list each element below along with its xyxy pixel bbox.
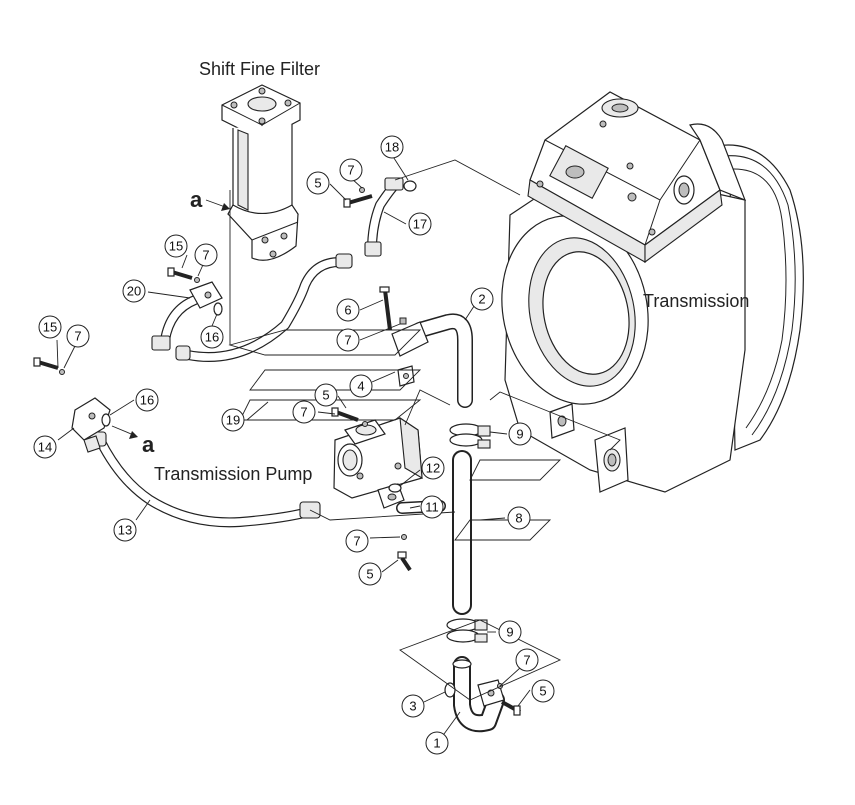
svg-text:15: 15 [43, 320, 57, 335]
callout-9-bottom: 9 [498, 620, 522, 644]
pump-label: Transmission Pump [154, 464, 312, 484]
transmission-housing [501, 91, 804, 493]
bolt-5-top [343, 187, 373, 208]
callout-5-top: 5 [306, 171, 330, 195]
callout-2: 2 [470, 287, 494, 311]
callout-17: 17 [408, 212, 432, 236]
callout-5-lower: 5 [358, 562, 382, 586]
svg-text:16: 16 [140, 393, 154, 408]
callout-5-bottom: 5 [531, 679, 555, 703]
svg-text:19: 19 [226, 413, 240, 428]
svg-text:13: 13 [118, 523, 132, 538]
bolt-5-pump [331, 407, 368, 427]
callout-7-lower: 7 [345, 529, 369, 553]
callout-7-bottom: 7 [515, 648, 539, 672]
callout-13: 13 [113, 518, 137, 542]
transmission-pump [333, 416, 423, 509]
svg-text:15: 15 [169, 239, 183, 254]
callout-1: 1 [425, 731, 449, 755]
reference-a-left: a [142, 432, 155, 457]
callout-19: 19 [221, 408, 245, 432]
bracket-4 [391, 321, 429, 387]
callout-11: 11 [420, 495, 444, 519]
elbow-fitting-14 [71, 397, 111, 453]
svg-text:5: 5 [314, 176, 321, 191]
svg-text:20: 20 [127, 284, 141, 299]
o-ring-16-left [101, 413, 111, 427]
svg-text:5: 5 [366, 567, 373, 582]
svg-text:3: 3 [409, 699, 416, 714]
bolt-6 [379, 286, 407, 331]
arrow-a-left [111, 425, 138, 439]
svg-text:6: 6 [344, 303, 351, 318]
svg-text:7: 7 [300, 405, 307, 420]
svg-text:1: 1 [433, 736, 440, 751]
elbow-fitting-20 [151, 281, 223, 351]
svg-text:4: 4 [357, 379, 364, 394]
callout-7-filter: 7 [194, 243, 218, 267]
callout-4: 4 [349, 374, 373, 398]
svg-text:7: 7 [353, 534, 360, 549]
svg-text:9: 9 [506, 625, 513, 640]
bolt-5-lower [397, 551, 412, 572]
callout-14: 14 [33, 435, 57, 459]
svg-text:18: 18 [385, 140, 399, 155]
callout-8: 8 [507, 506, 531, 530]
suction-elbow-1 [452, 656, 505, 733]
callout-20: 20 [122, 279, 146, 303]
svg-text:7: 7 [523, 653, 530, 668]
svg-text:8: 8 [515, 511, 522, 526]
alignment-guides [228, 159, 621, 701]
callout-18: 18 [380, 135, 404, 159]
svg-text:7: 7 [202, 248, 209, 263]
hose-17 [364, 177, 404, 257]
callout-12: 12 [421, 456, 445, 480]
callout-6: 6 [336, 298, 360, 322]
svg-text:17: 17 [413, 217, 427, 232]
shift-fine-filter [221, 84, 301, 345]
bolt-5-bottom [497, 683, 521, 716]
clamp-9-bottom [446, 618, 488, 643]
reference-a-top: a [190, 187, 203, 212]
callout-leaders [56, 154, 531, 735]
callout-7-bracket: 7 [336, 328, 360, 352]
o-ring-3 [444, 682, 456, 698]
svg-text:14: 14 [38, 440, 52, 455]
o-ring-12 [388, 483, 402, 493]
svg-text:9: 9 [516, 427, 523, 442]
tube-2 [412, 313, 473, 408]
callout-7-left: 7 [66, 324, 90, 348]
callout-9-top: 9 [508, 422, 532, 446]
callout-7-pump: 7 [292, 400, 316, 424]
callout-5-pump: 5 [314, 383, 338, 407]
clamp-9-top [449, 423, 491, 449]
svg-text:2: 2 [478, 292, 485, 307]
bolt-15-top [167, 267, 200, 283]
o-ring-16-top [213, 302, 223, 316]
hose-19 [175, 253, 353, 362]
callout-15-top: 15 [164, 234, 188, 258]
svg-text:11: 11 [425, 500, 439, 515]
filter-label: Shift Fine Filter [199, 59, 320, 79]
svg-text:7: 7 [347, 163, 354, 178]
callout-15-left: 15 [38, 315, 62, 339]
svg-text:7: 7 [74, 329, 81, 344]
bolt-15-left [33, 357, 65, 375]
callout-16-left: 16 [135, 388, 159, 412]
o-ring-18 [403, 180, 417, 192]
arrow-a-top [205, 199, 230, 211]
callout-3: 3 [401, 694, 425, 718]
svg-text:7: 7 [344, 333, 351, 348]
callout-16-top: 16 [200, 325, 224, 349]
callout-7-top: 7 [339, 158, 363, 182]
svg-text:16: 16 [205, 330, 219, 345]
transmission-label: Transmission [643, 291, 749, 311]
svg-text:12: 12 [426, 461, 440, 476]
washer-7-lower [401, 534, 407, 540]
svg-text:5: 5 [322, 388, 329, 403]
svg-text:5: 5 [539, 684, 546, 699]
